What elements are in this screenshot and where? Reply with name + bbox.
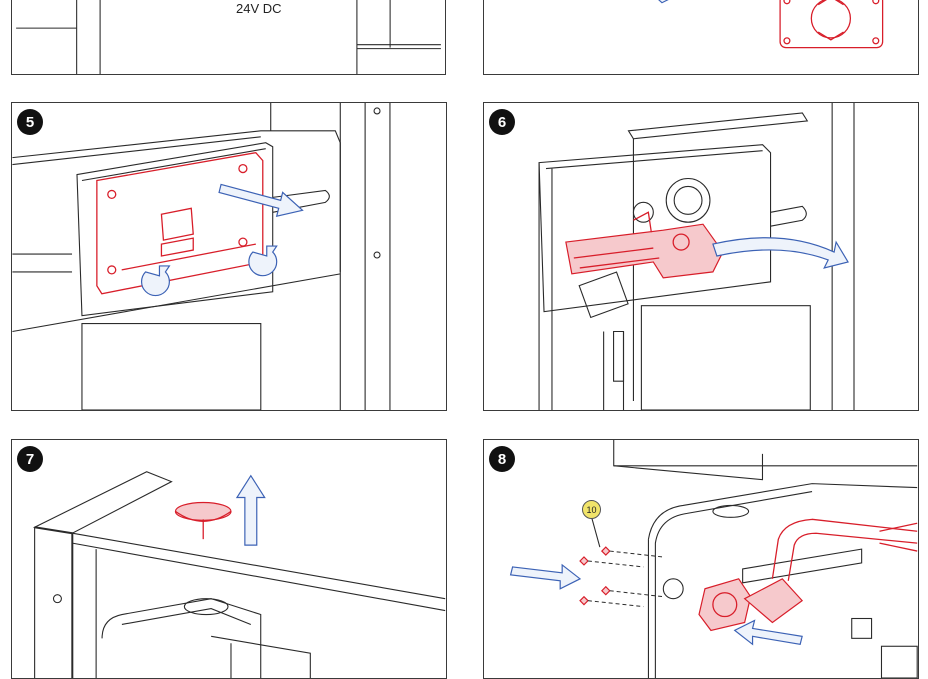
part-callout-10: 10: [582, 500, 601, 519]
step-6-badge: 6: [489, 109, 515, 135]
step-6-illustration: [538, 103, 855, 410]
voltage-label: 24V DC: [236, 1, 282, 16]
step-5-illustration: [12, 103, 391, 410]
step-3-illustration: [16, 0, 441, 74]
step-7-panel: 7: [11, 439, 447, 679]
step-5-badge: 5: [17, 109, 43, 135]
step-8-panel: 8 10: [483, 439, 919, 679]
step-6-panel: 6: [483, 102, 919, 411]
step-8-badge: 8: [489, 446, 515, 472]
step-3-panel: 24V DC: [11, 0, 446, 75]
step-7-badge: 7: [17, 446, 43, 472]
step-7-illustration: [32, 471, 446, 678]
step-4-illustration: [658, 0, 884, 49]
step-8-illustration: [509, 440, 918, 678]
step-4-panel: [483, 0, 919, 75]
step-5-panel: 5: [11, 102, 447, 411]
